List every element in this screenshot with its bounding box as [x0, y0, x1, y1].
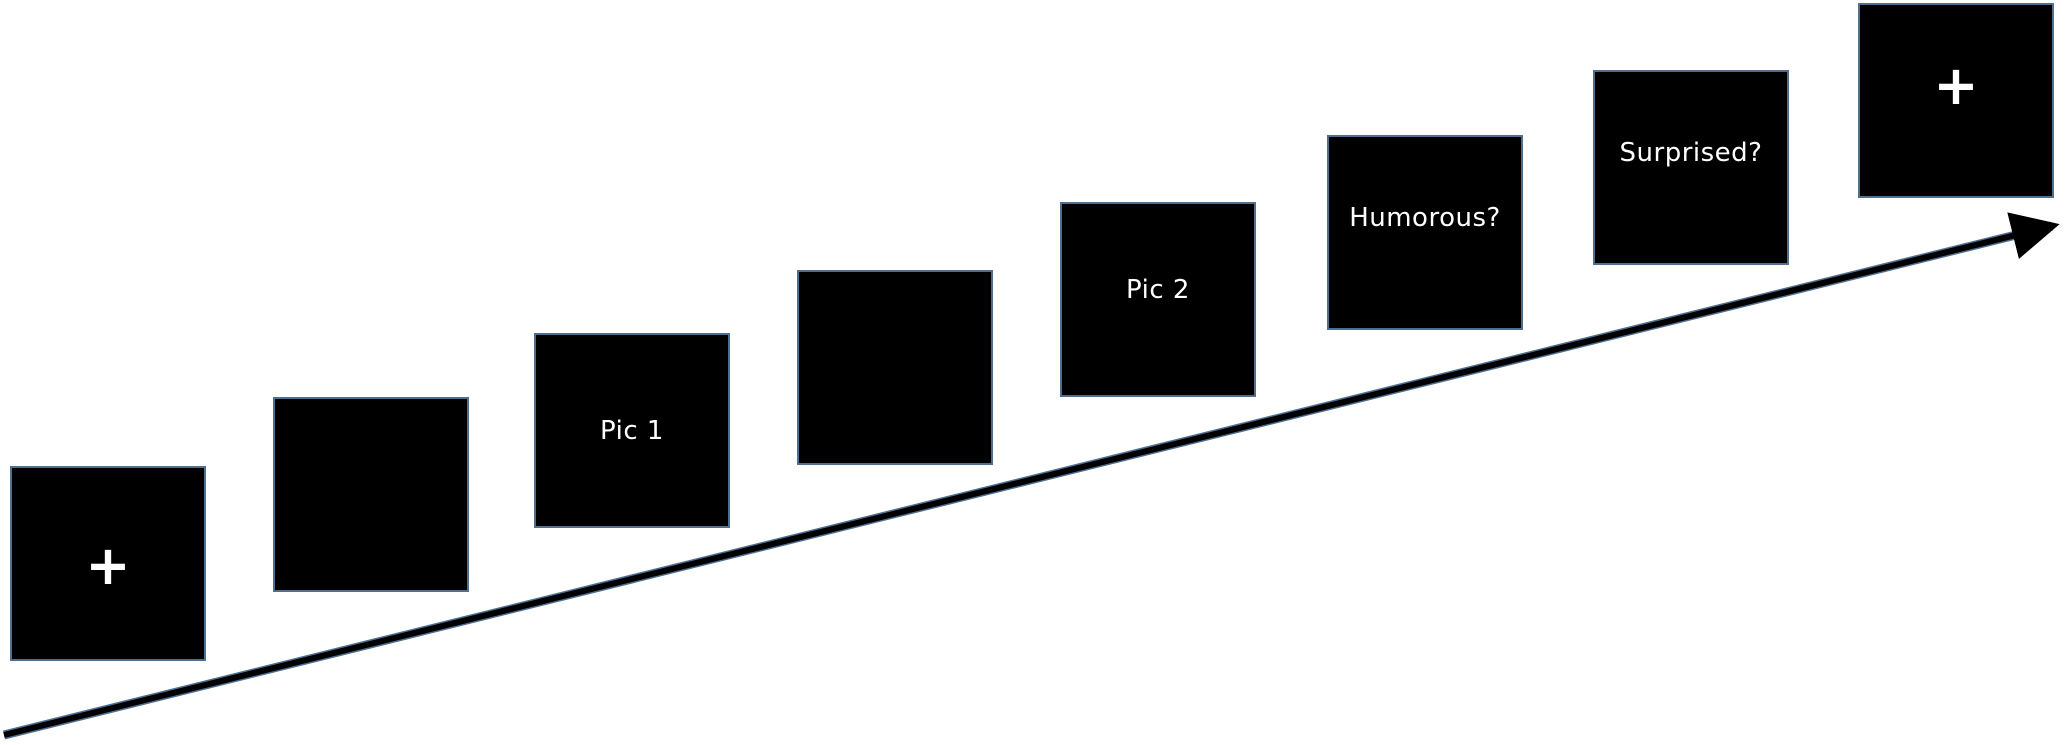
picture-screen-1: Pic 1: [534, 333, 730, 528]
fixation-cross: +: [85, 533, 131, 597]
fixation-screen-end: +: [1858, 3, 2054, 198]
fixation-cross: +: [1933, 53, 1979, 117]
picture-2-label: Pic 2: [1126, 274, 1190, 305]
surprised-question: Surprised?: [1619, 137, 1763, 168]
humorous-rating-screen: Humorous?: [1327, 135, 1523, 330]
surprised-rating-screen: Surprised?: [1593, 70, 1789, 265]
blank-screen-2: [797, 270, 993, 465]
picture-screen-2: Pic 2: [1060, 202, 1256, 397]
humorous-question: Humorous?: [1349, 202, 1501, 233]
blank-screen-1: [273, 397, 469, 592]
arrow-shaft: [3, 212, 2060, 738]
fixation-screen-start: +: [10, 466, 206, 661]
picture-1-label: Pic 1: [600, 415, 664, 446]
